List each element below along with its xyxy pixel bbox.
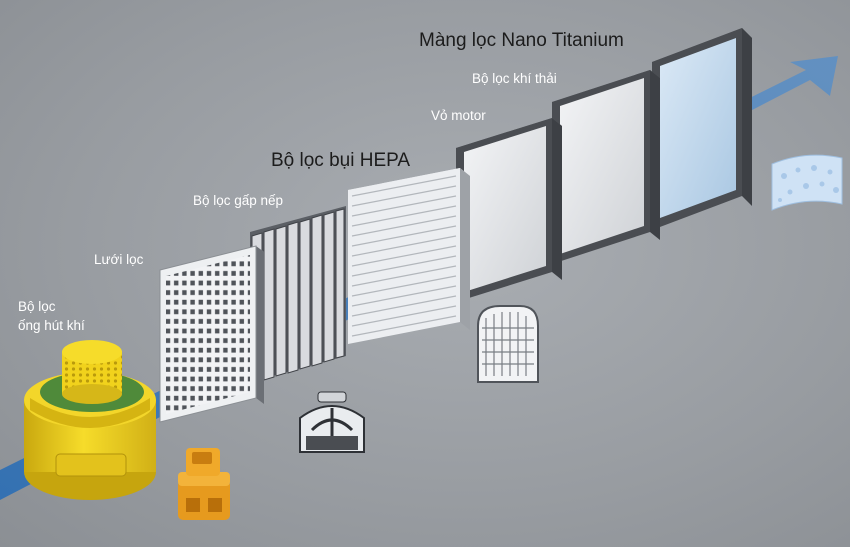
orange-nozzle-part	[178, 448, 230, 520]
nano-titanium-panel	[652, 28, 752, 230]
hepa-filter-block	[348, 168, 470, 344]
mesh-filter-panel	[159, 245, 264, 423]
label-nano-titanium: Màng lọc Nano Titanium	[419, 30, 624, 51]
pleated-filter-block	[250, 206, 346, 384]
label-exhaust-filter: Bộ lọc khí thải	[472, 71, 557, 86]
motor-bracket-part	[299, 391, 365, 453]
intake-filter-unit	[24, 340, 156, 500]
exhaust-filter-panel	[552, 70, 660, 264]
motor-casing-panel	[456, 118, 562, 302]
label-mesh-filter: Lưới lọc	[94, 252, 144, 267]
label-motor-casing: Vỏ motor	[431, 108, 486, 123]
nano-fabric-swatch	[771, 154, 843, 211]
label-intake-filter-line2: ống hút khí	[18, 318, 85, 333]
label-hepa-filter: Bộ lọc bụi HEPA	[271, 150, 411, 171]
exhaust-grille-part	[477, 305, 539, 383]
label-intake-filter-line1: Bộ lọc	[18, 299, 56, 314]
label-pleated-filter: Bộ lọc gấp nếp	[193, 193, 284, 208]
